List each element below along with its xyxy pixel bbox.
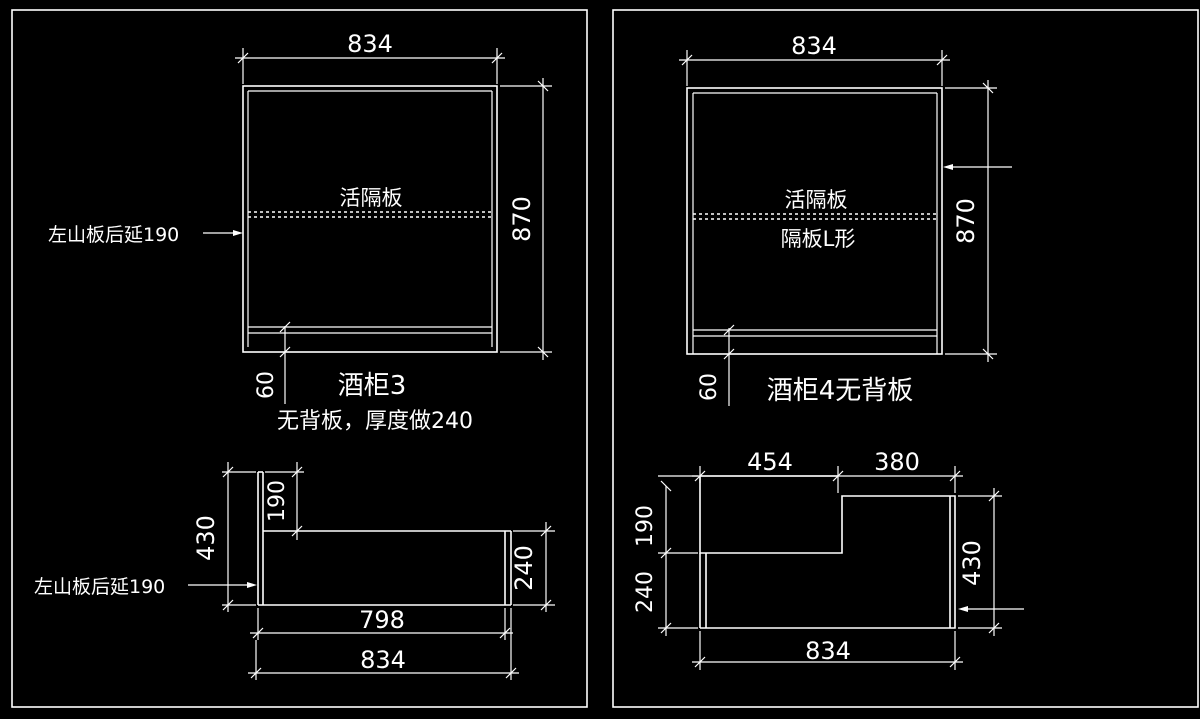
right-plan-width-left-text: 454: [747, 448, 793, 476]
left-plan-width-dimension: 834: [248, 608, 519, 680]
right-plan-depth-total-dimension: 430: [958, 488, 1002, 636]
left-plan-extension-dimension: 190: [265, 462, 304, 540]
left-plan-extension-text: 190: [265, 480, 290, 522]
right-plan-left-dimension: 190 240: [633, 475, 698, 636]
left-front-width-text: 834: [347, 30, 393, 58]
left-plan-depth-dimension: 240: [510, 522, 555, 612]
right-front-plinth-dimension: 60: [697, 324, 735, 406]
right-plan-top-dimension: 454 380: [692, 448, 963, 493]
right-plan-view: 454 380 190 240 430: [633, 448, 1024, 670]
right-plan-width-dimension: 834: [692, 631, 963, 670]
right-plan-depth-total-text: 430: [958, 540, 986, 586]
right-front-width-dimension: 834: [679, 32, 950, 86]
right-sheet-frame: [612, 9, 1199, 708]
right-plan-width-text: 834: [805, 637, 851, 665]
left-front-elevation: 834 870 60 活隔板 左山板后延190 酒柜3 无背板，厚度做240: [48, 30, 552, 434]
left-front-plinth-dimension: 60: [254, 321, 291, 404]
left-plan-depth-total-dimension: 430: [192, 462, 256, 612]
right-plan-extension-text: 190: [633, 505, 658, 547]
left-sheet-frame: [11, 9, 588, 708]
left-front-subtitle: 无背板，厚度做240: [277, 409, 473, 434]
right-front-plinth-text: 60: [697, 373, 722, 401]
left-front-title: 酒柜3: [338, 371, 407, 401]
left-plan-view: 430 190 240 798: [34, 462, 555, 680]
right-front-height-dimension: 870: [945, 80, 997, 362]
right-front-shelf-label-2: 隔板L形: [781, 227, 856, 251]
left-front-width-dimension: 834: [235, 30, 505, 84]
left-front-height-dimension: 870: [500, 78, 552, 360]
left-plan-inner-width-text: 798: [359, 606, 405, 634]
right-front-shelf-label: 活隔板: [785, 188, 848, 212]
right-plan-width-right-text: 380: [874, 448, 920, 476]
left-front-side-note: 左山板后延190: [48, 224, 179, 246]
left-front-plinth-text: 60: [254, 371, 279, 399]
right-plan-depth-text: 240: [633, 571, 658, 613]
left-front-shelf-label: 活隔板: [340, 186, 403, 210]
right-front-elevation: 834 870 60 活隔板 隔板L形 酒柜4无背板: [679, 32, 1012, 406]
right-front-height-text: 870: [952, 198, 980, 244]
left-plan-side-note: 左山板后延190: [34, 576, 165, 598]
left-plan-depth-text: 240: [510, 545, 538, 591]
right-front-width-text: 834: [791, 32, 837, 60]
right-front-title: 酒柜4无背板: [767, 376, 914, 406]
left-plan-width-text: 834: [360, 646, 406, 674]
left-plan-inner-width-dimension: 798: [250, 606, 513, 640]
left-front-height-text: 870: [508, 196, 536, 242]
left-plan-depth-total-text: 430: [192, 515, 220, 561]
